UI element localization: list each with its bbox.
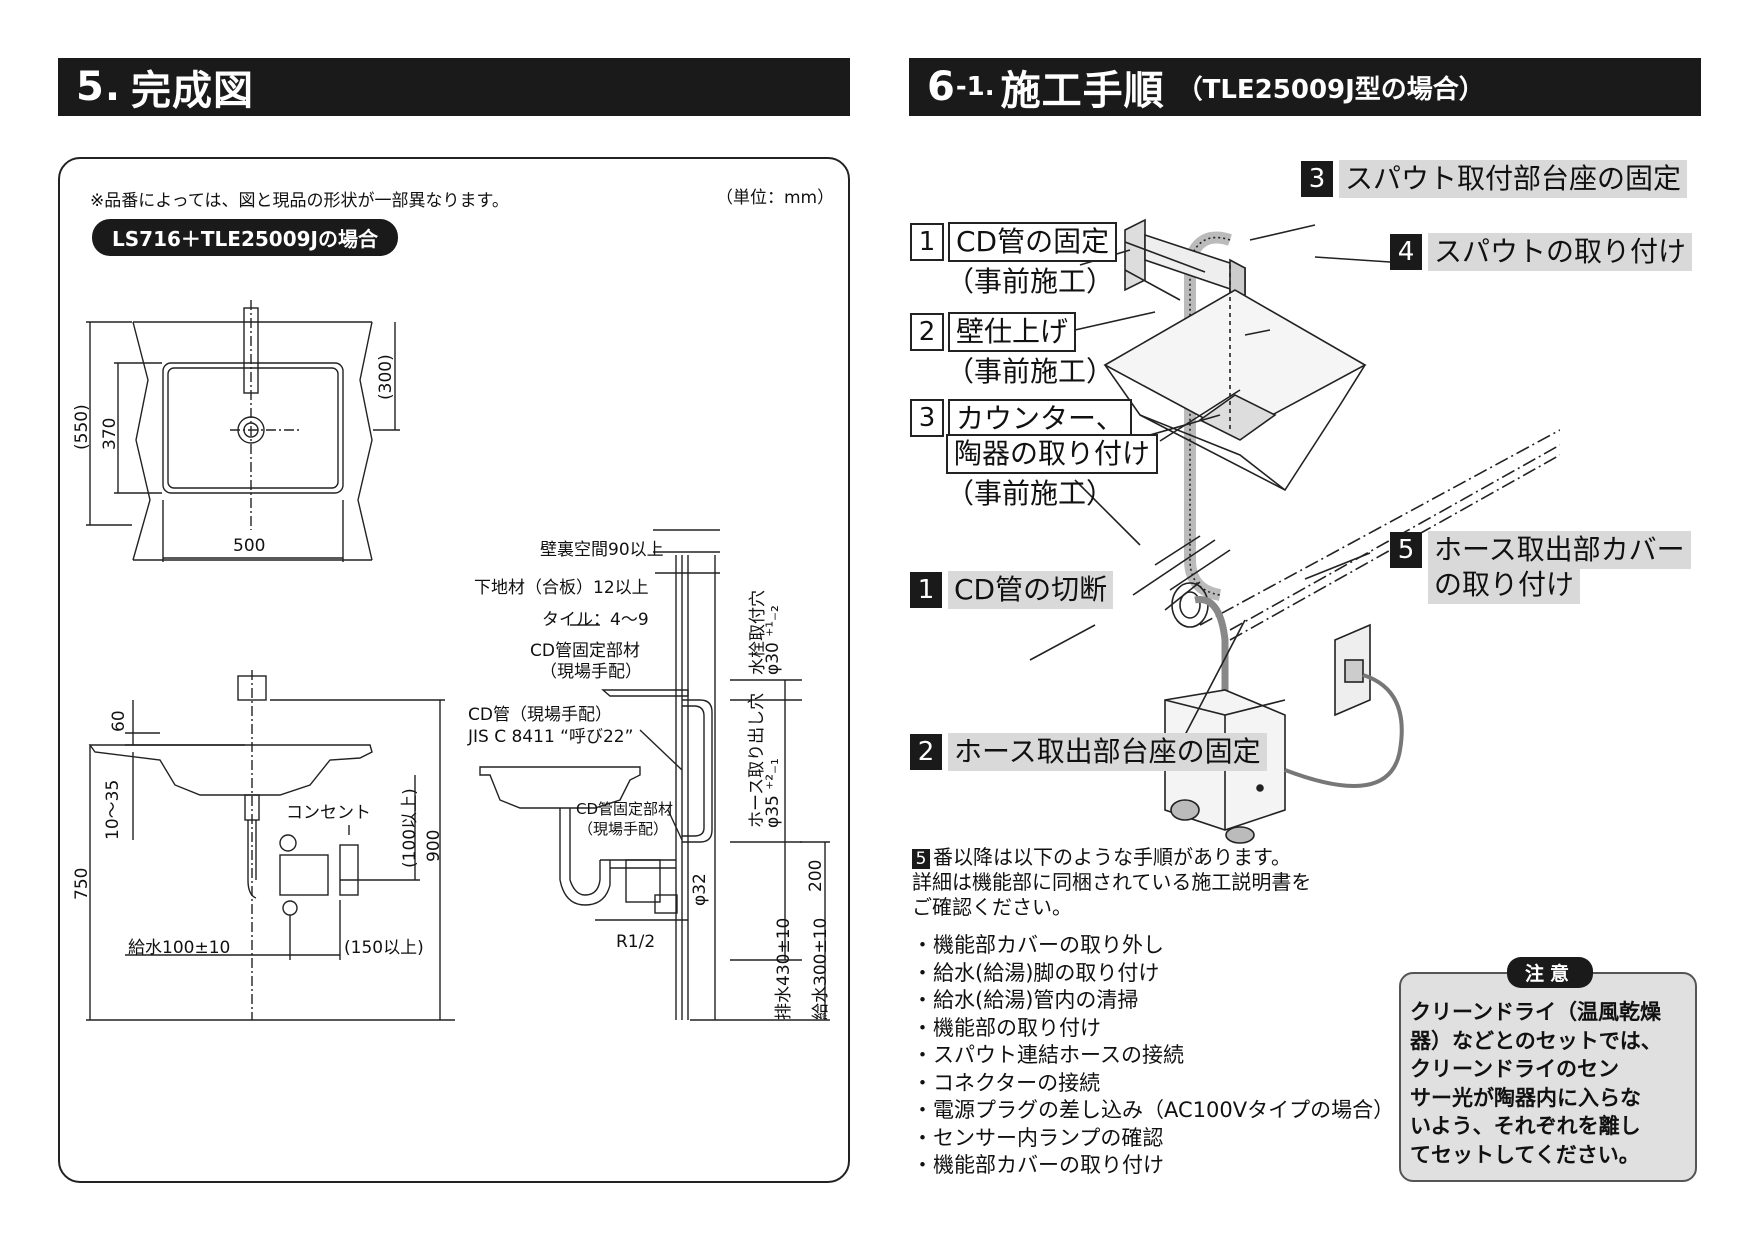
left-section-number: 5. (76, 64, 122, 110)
step-5-hose-cover-line2: の取り付け (1428, 566, 1581, 604)
step-2-wall-number: 2 (910, 313, 944, 351)
installation-illustration (1029, 218, 1560, 844)
step-3-counter-number: 3 (910, 399, 944, 437)
info-line-2: 詳細は機能部に同梱されている施工説明書を (912, 870, 1312, 894)
step-3-counter: 3 カウンター、 (910, 399, 1132, 437)
caution-label: 注意 (1507, 957, 1594, 988)
cd-pipe-label: CD管（現場手配） (468, 705, 612, 725)
step-2-wall-sub: （事前施工） (946, 355, 1115, 388)
step-5-hose-cover-text: ホース取出部カバー (1428, 531, 1691, 569)
right-section-header: 6 -1. 施工手順 （TLE25009J型の場合） (909, 58, 1701, 116)
step-5-hose-cover-text2: の取り付け (1428, 566, 1581, 604)
caution-line: 器）などとのセットでは、 (1410, 1028, 1662, 1053)
info-line-3: ご確認ください。 (912, 895, 1072, 919)
dim-500: 500 (233, 536, 266, 556)
step-4-spout: 4 スパウトの取り付け (1390, 233, 1693, 271)
supply-100-label: 給水100±10 (128, 938, 231, 958)
step-2-hose-base: 2 ホース取出部台座の固定 (910, 733, 1267, 771)
caution-line: いよう、それぞれを離し (1410, 1114, 1641, 1138)
procedure-item: ・機能部カバーの取り外し (912, 933, 1164, 957)
base-material-label: 下地材（合板）12以上 (474, 578, 649, 598)
procedure-item: ・機能部カバーの取り付け (912, 1153, 1164, 1177)
cd-fix-1-label: CD管固定部材 (530, 641, 640, 661)
step-2-hose-base-text: ホース取出部台座の固定 (948, 733, 1267, 771)
step-3-spout-base: 3 スパウト取付部台座の固定 (1301, 160, 1688, 198)
shape-note: ※品番によっては、図と現品の形状が一部異なります。 (90, 191, 509, 211)
wall-space-label: 壁裏空間90以上 (540, 540, 664, 560)
procedure-item: ・給水(給湯)脚の取り付け (912, 960, 1160, 985)
completion-drawing (86, 300, 830, 1021)
step-2-wall-text: 壁仕上げ (948, 312, 1077, 352)
right-section-number: 6 (927, 64, 956, 110)
procedure-item: ・コネクターの接続 (912, 1070, 1101, 1095)
step-3-spout-base-number: 3 (1301, 161, 1333, 197)
caution-line: てセットしてください。 (1410, 1142, 1640, 1167)
caution-line: クリーンドライ（温風乾燥 (1410, 1000, 1661, 1024)
step-3-counter-sub: （事前施工） (946, 477, 1115, 510)
step-3-counter-text: カウンター、 (948, 399, 1132, 437)
cd-fix-1b-label: （現場手配） (540, 662, 642, 682)
procedure-item: ・給水(給湯)管内の清掃 (912, 988, 1139, 1012)
step-4-spout-text: スパウトの取り付け (1428, 233, 1693, 271)
r12-label: R1/2 (616, 932, 656, 952)
dim-150up: (150以上) (344, 938, 424, 958)
procedure-list: ・機能部カバーの取り外し ・給水(給湯)脚の取り付け ・給水(給湯)管内の清掃 … (912, 932, 1394, 1180)
step-4-spout-number: 4 (1390, 234, 1422, 270)
procedure-item: ・電源プラグの差し込み（AC100Vタイプの場合） (912, 1098, 1395, 1122)
info-line-1: 番以降は以下のような手順があります。 (933, 845, 1291, 869)
step-1-cd-cut-text: CD管の切断 (948, 571, 1114, 609)
procedure-item: ・センサー内ランプの確認 (912, 1125, 1164, 1150)
step-1-cd-fix: 1 CD管の固定 (910, 222, 1118, 262)
caution-text: クリーンドライ（温風乾燥 器）などとのセットでは、 クリーンドライのセン サー光… (1410, 998, 1690, 1169)
step-3-counter-text2: 陶器の取り付け (946, 434, 1159, 474)
cd-fix-2-label: CD管固定部材 (576, 800, 674, 818)
info-step-number: 5 (912, 849, 930, 869)
step-2-hose-base-number: 2 (910, 734, 942, 770)
step-3-spout-base-text: スパウト取付部台座の固定 (1339, 160, 1688, 198)
tile-label: タイル：4〜9 (542, 610, 649, 630)
caution-line: サー光が陶器内に入らな (1410, 1085, 1641, 1110)
cd-fix-2b-label: （現場手配） (578, 820, 669, 838)
step-1-cd-fix-sub: （事前施工） (946, 265, 1115, 298)
step-1-cd-cut-number: 1 (910, 572, 942, 608)
procedure-item: ・スパウト連結ホースの接続 (912, 1043, 1184, 1067)
step-3-counter-line2: 陶器の取り付け (946, 434, 1159, 474)
step-1-cd-fix-text: CD管の固定 (948, 222, 1118, 262)
jis-label: JIS C 8411 “呼び22” (468, 727, 634, 747)
step-5-hose-cover: 5 ホース取出部カバー (1390, 531, 1691, 569)
step-1-cd-fix-number: 1 (910, 223, 944, 261)
caution-line: クリーンドライのセン (1410, 1057, 1619, 1081)
procedure-item: ・機能部の取り付け (912, 1015, 1101, 1040)
step-2-wall: 2 壁仕上げ (910, 312, 1077, 352)
right-section-subtitle: （TLE25009J型の場合） (1176, 74, 1485, 105)
step-1-cd-cut: 1 CD管の切断 (910, 571, 1114, 609)
left-section-title: 完成図 (131, 68, 255, 114)
right-section-title: 施工手順 (1000, 68, 1165, 114)
left-section-header: 5. 完成図 (58, 58, 850, 116)
right-section-subnumber: -1. (955, 72, 995, 102)
outlet-label: コンセント (286, 803, 371, 823)
unit-label: （単位：mm） (716, 188, 835, 208)
model-label: LS716＋TLE25009Jの場合 (92, 219, 398, 256)
completion-drawing-panel (58, 157, 850, 1183)
step-5-hose-cover-number: 5 (1390, 532, 1422, 568)
